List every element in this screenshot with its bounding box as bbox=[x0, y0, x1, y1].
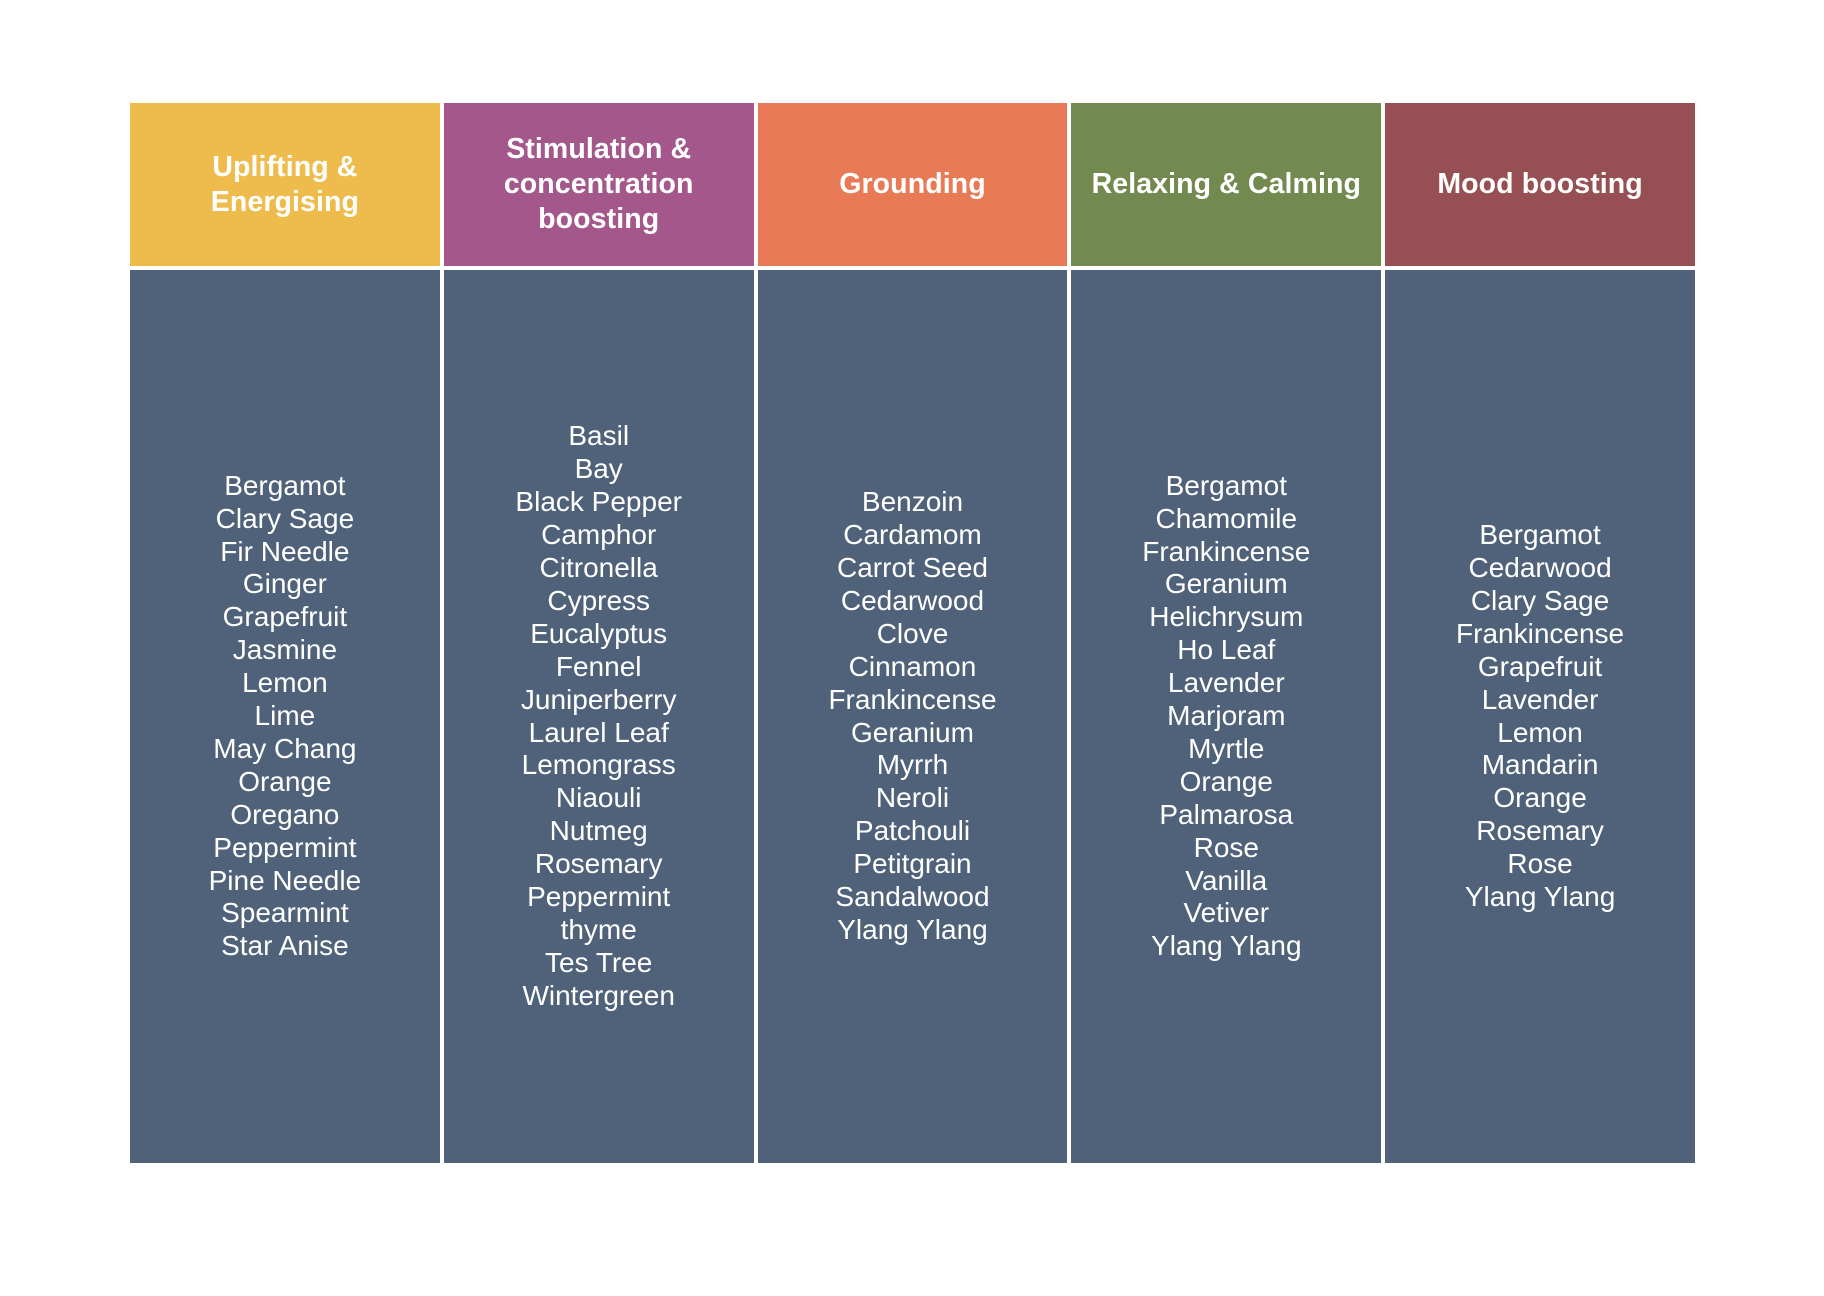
oil-list-item: Ylang Ylang bbox=[1151, 930, 1302, 962]
oil-list-item: Myrrh bbox=[876, 749, 949, 781]
oil-list-item: Cedarwood bbox=[840, 584, 985, 616]
oil-list-item: Peppermint bbox=[213, 831, 357, 863]
oil-list-item: Myrtle bbox=[1188, 732, 1265, 764]
oil-list-item: Spearmint bbox=[221, 897, 349, 929]
oil-list-item: Chamomile bbox=[1155, 502, 1298, 534]
oil-list-item: Lemongrass bbox=[521, 749, 676, 781]
oil-list-item: Basil bbox=[568, 420, 630, 452]
oil-list-item: Grapefruit bbox=[222, 601, 348, 633]
oil-list-item: Bergamot bbox=[224, 469, 346, 501]
oil-list-item: Fir Needle bbox=[220, 535, 350, 567]
oil-list-item: Cypress bbox=[547, 584, 651, 616]
oil-list-item: Lime bbox=[254, 700, 316, 732]
oil-list-item: Lavender bbox=[1167, 667, 1285, 699]
oil-list-item: Palmarosa bbox=[1159, 798, 1294, 830]
oil-list-item: Nutmeg bbox=[549, 815, 648, 847]
oil-list-item: Cardamom bbox=[843, 519, 982, 551]
oil-list-item: Orange bbox=[238, 765, 332, 797]
oil-list-item: Niaouli bbox=[555, 782, 642, 814]
oil-list-item: Neroli bbox=[875, 782, 950, 814]
column-header-label: Stimulation & concentration boosting bbox=[503, 133, 694, 235]
oil-list-item: Camphor bbox=[541, 519, 657, 551]
oil-list-item: Sandalwood bbox=[835, 880, 990, 912]
oil-list-item: Ho Leaf bbox=[1177, 634, 1276, 666]
oil-list-item: Peppermint bbox=[527, 880, 671, 912]
table-header-row: Uplifting & Energising Stimulation & con… bbox=[130, 103, 1695, 266]
oil-list-item: Oregano bbox=[230, 798, 340, 830]
oil-list-item: Orange bbox=[1179, 765, 1273, 797]
column-header-stimulation-concentration-boosting: Stimulation & concentration boosting bbox=[443, 103, 754, 266]
oil-list-item: Frankincense bbox=[1142, 535, 1311, 567]
oil-list-item: Jasmine bbox=[232, 634, 338, 666]
oil-list-item: Lemon bbox=[1497, 716, 1583, 748]
oil-list-item: Laurel Leaf bbox=[528, 716, 669, 748]
oil-list-item: Orange bbox=[1493, 782, 1587, 814]
oil-list-item: May Chang bbox=[213, 732, 357, 764]
oil-list-item: Wintergreen bbox=[522, 979, 675, 1011]
oil-list-item: Vetiver bbox=[1183, 897, 1270, 929]
column-header-relaxing-calming: Relaxing & Calming bbox=[1071, 103, 1382, 266]
oil-list-item: Lemon bbox=[242, 667, 328, 699]
oil-list-item: Tes Tree bbox=[545, 946, 653, 978]
column-header-mood-boosting: Mood boosting bbox=[1385, 103, 1695, 266]
column-header-grounding: Grounding bbox=[757, 103, 1068, 266]
column-header-uplifting-energising: Uplifting & Energising bbox=[130, 103, 440, 266]
oil-list-item: Patchouli bbox=[854, 815, 971, 847]
oil-list-item: Citronella bbox=[539, 552, 658, 584]
oil-list-item: Rose bbox=[1507, 848, 1573, 880]
oil-list-item: Rose bbox=[1193, 831, 1259, 863]
oil-list-item: Clary Sage bbox=[1470, 584, 1610, 616]
oil-list-item: Bergamot bbox=[1479, 519, 1601, 551]
oil-list-item: Rosemary bbox=[534, 848, 663, 880]
oil-list-item: Ylang Ylang bbox=[837, 913, 988, 945]
oil-list-item: Petitgrain bbox=[853, 848, 972, 880]
oil-list-item: Cedarwood bbox=[1468, 552, 1612, 584]
column-header-label: Relaxing & Calming bbox=[1091, 168, 1361, 201]
oil-list-item: Rosemary bbox=[1476, 815, 1604, 847]
oil-list-item: Geranium bbox=[1164, 568, 1288, 600]
oil-list-item: Benzoin bbox=[861, 486, 964, 518]
oil-list-item: Clary Sage bbox=[215, 502, 355, 534]
oil-list-item: Pine Needle bbox=[208, 864, 362, 896]
oil-list-item: Clove bbox=[876, 617, 949, 649]
oil-list-item: Juniperberry bbox=[520, 683, 677, 715]
oil-list-item: Bay bbox=[574, 453, 623, 485]
oil-list-item: Bergamot bbox=[1165, 469, 1287, 501]
oil-list-item: Marjoram bbox=[1167, 700, 1286, 732]
oil-list-item: Frankincense bbox=[1456, 617, 1625, 649]
oil-list-item: Vanilla bbox=[1185, 864, 1268, 896]
oil-list-item: Star Anise bbox=[221, 930, 349, 962]
oil-list-item: Eucalyptus bbox=[530, 617, 668, 649]
oil-list-item: Fennel bbox=[555, 650, 642, 682]
oil-list-item: Cinnamon bbox=[848, 650, 977, 682]
column-header-label: Mood boosting bbox=[1437, 168, 1643, 201]
oil-list-item: Helichrysum bbox=[1149, 601, 1304, 633]
oil-list-item: Ylang Ylang bbox=[1464, 880, 1616, 912]
oil-list-item: thyme bbox=[560, 913, 637, 945]
oil-list-item: Ginger bbox=[242, 568, 327, 600]
oil-list-item: Frankincense bbox=[828, 683, 997, 715]
oil-list-item: Geranium bbox=[851, 716, 974, 748]
oil-list-item: Mandarin bbox=[1481, 749, 1599, 781]
column-header-label: Grounding bbox=[839, 168, 986, 201]
oil-list-item: Grapefruit bbox=[1477, 650, 1603, 682]
oil-list-item: Black Pepper bbox=[515, 486, 682, 518]
essential-oils-table: Uplifting & Energising Stimulation & con… bbox=[130, 103, 1695, 1163]
column-header-label: Uplifting & Energising bbox=[210, 150, 360, 218]
oil-list-item: Carrot Seed bbox=[837, 552, 988, 584]
oil-list-item: Lavender bbox=[1481, 683, 1599, 715]
